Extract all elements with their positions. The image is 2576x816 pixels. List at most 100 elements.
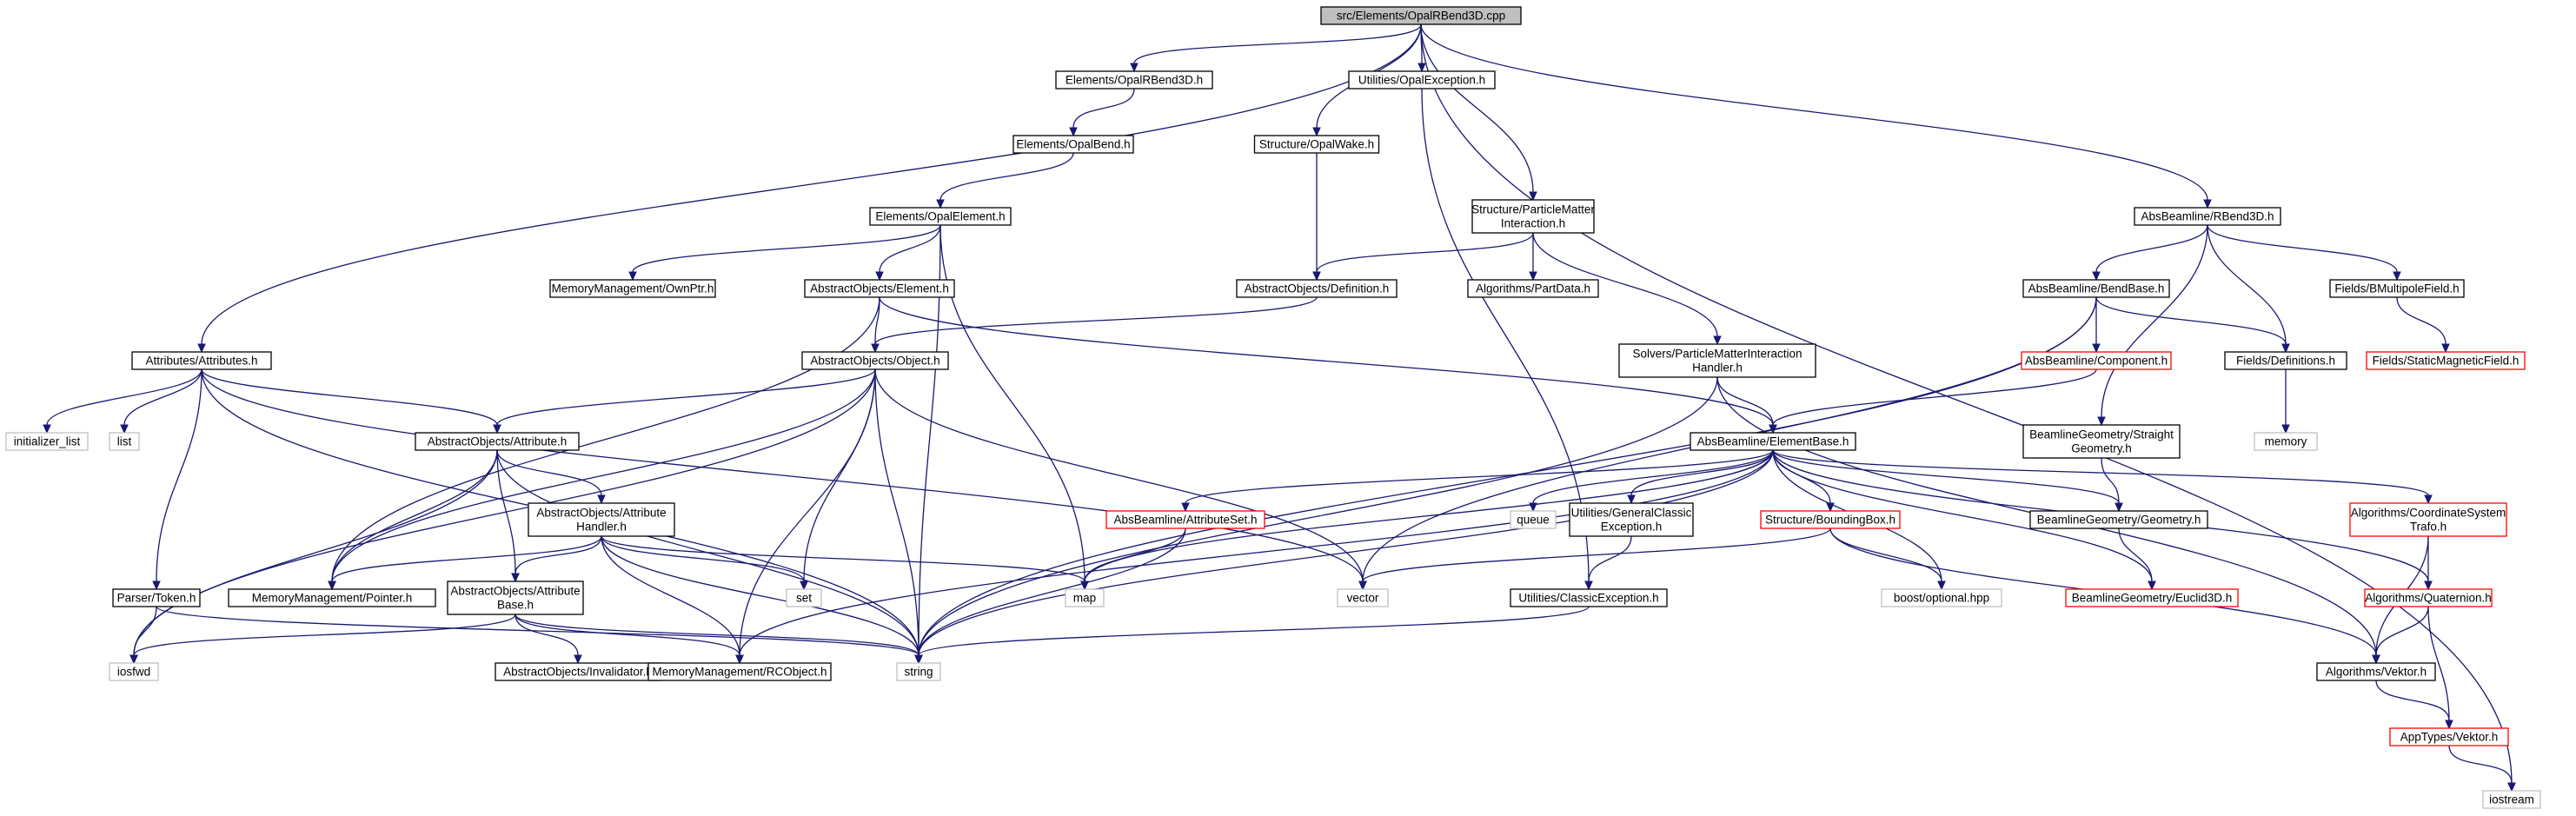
node-box xyxy=(801,351,949,370)
edge-line xyxy=(2101,224,2208,418)
node-vektor[interactable]: Algorithms/Vektor.h xyxy=(2316,662,2436,681)
node-bmultipole[interactable]: Fields/BMultipoleField.h xyxy=(2329,279,2465,298)
node-component[interactable]: AbsBeamline/Component.h xyxy=(2021,351,2172,370)
node-definition[interactable]: AbstractObjects/Definition.h xyxy=(1236,279,1398,298)
node-label: Utilities/OpalException.h xyxy=(1358,74,1485,87)
node-opalwake[interactable]: Structure/OpalWake.h xyxy=(1253,135,1380,154)
node-box xyxy=(2029,510,2208,529)
edge-element-to-pointer xyxy=(328,296,880,591)
node-box xyxy=(2224,351,2347,370)
arrowhead-icon xyxy=(1069,127,1078,137)
arrowhead-icon xyxy=(1584,580,1593,591)
node-attributes[interactable]: Attributes/Attributes.h xyxy=(131,351,272,370)
edge-line xyxy=(1630,449,1774,496)
node-ownptr[interactable]: MemoryManagement/OwnPtr.h xyxy=(549,279,716,298)
edge-particlematter-to-definition xyxy=(1312,232,1534,282)
node-classicexc[interactable]: Utilities/ClassicException.h xyxy=(1510,588,1668,607)
node-opalrbend3d[interactable]: Elements/OpalRBend3D.h xyxy=(1055,70,1213,90)
arrowhead-icon xyxy=(1358,580,1367,591)
arrowhead-icon xyxy=(2445,720,2453,730)
node-map: map xyxy=(1065,588,1105,607)
arrowhead-icon xyxy=(2393,271,2401,282)
node-staticmag[interactable]: Fields/StaticMagneticField.h xyxy=(2366,351,2526,370)
edge-line xyxy=(1420,23,2208,201)
node-label: Algorithms/Quaternion.h xyxy=(2365,592,2492,605)
node-queue: queue xyxy=(1510,510,1557,529)
node-label: list xyxy=(117,435,132,448)
edge-vektor-to-apptypesvektor xyxy=(2375,680,2453,730)
node-element[interactable]: AbstractObjects/Element.h xyxy=(804,279,955,298)
edge-line xyxy=(2396,296,2447,345)
node-invalidator[interactable]: AbstractObjects/Invalidator.h xyxy=(495,662,661,681)
node-box xyxy=(112,588,201,607)
node-attribute[interactable]: AbstractObjects/Attribute.h xyxy=(415,432,580,451)
node-label: queue xyxy=(1517,514,1550,527)
node-bendbase[interactable]: AbsBeamline/BendBase.h xyxy=(2022,279,2170,298)
node-box xyxy=(109,432,140,451)
arrowhead-icon xyxy=(2424,494,2433,505)
node-particlematter[interactable]: Structure/ParticleMatterInteraction.h xyxy=(1471,199,1595,234)
node-root[interactable]: src/Elements/OpalRBend3D.cpp xyxy=(1320,6,1522,25)
node-vector: vector xyxy=(1337,588,1389,607)
edge-rbend3d-to-definitions xyxy=(2207,224,2290,354)
edge-line xyxy=(1772,449,2429,496)
node-label: Base.h xyxy=(497,599,534,612)
node-box xyxy=(869,207,1012,226)
node-box xyxy=(896,662,941,681)
node-opalexception[interactable]: Utilities/OpalException.h xyxy=(1348,70,1496,90)
node-rbend3d[interactable]: AbsBeamline/RBend3D.h xyxy=(2134,207,2281,226)
node-pmihandler[interactable]: Solvers/ParticleMatterInteractionHandler… xyxy=(1618,343,1816,378)
edge-line xyxy=(2095,224,2208,273)
edge-line xyxy=(201,368,1364,582)
node-opalelement[interactable]: Elements/OpalElement.h xyxy=(869,207,1012,226)
edge-line xyxy=(515,614,579,656)
node-label: Utilities/GeneralClassic xyxy=(1571,507,1692,520)
arrowhead-icon xyxy=(1937,580,1946,591)
node-label: MemoryManagement/RCObject.h xyxy=(652,666,827,679)
node-geometry[interactable]: BeamlineGeometry/Geometry.h xyxy=(2029,510,2208,529)
edge-pmihandler-to-elementbase xyxy=(1716,376,1777,435)
node-box xyxy=(2316,662,2436,681)
arrowhead-icon xyxy=(2092,343,2101,354)
edge-bendbase-to-string xyxy=(914,296,2097,665)
node-rcobject[interactable]: MemoryManagement/RCObject.h xyxy=(647,662,832,681)
node-partdata[interactable]: Algorithms/PartData.h xyxy=(1467,279,1599,298)
node-parsertoken[interactable]: Parser/Token.h xyxy=(112,588,201,607)
node-label: Fields/BMultipoleField.h xyxy=(2334,282,2459,295)
arrowhead-icon xyxy=(875,271,884,282)
edge-line xyxy=(2118,527,2153,582)
arrowhead-icon xyxy=(2441,343,2450,354)
node-definitions[interactable]: Fields/Definitions.h xyxy=(2224,351,2347,370)
node-apptypesvektor[interactable]: AppTypes/Vektor.h xyxy=(2389,727,2509,746)
edge-line xyxy=(739,449,1774,656)
node-object[interactable]: AbstractObjects/Object.h xyxy=(801,351,949,370)
node-boundingbox[interactable]: Structure/BoundingBox.h xyxy=(1760,510,1901,529)
node-euclid3d[interactable]: BeamlineGeometry/Euclid3D.h xyxy=(2065,588,2239,607)
node-box xyxy=(131,351,272,370)
edge-line xyxy=(331,296,880,582)
node-label: AbstractObjects/Attribute xyxy=(536,507,666,520)
edge-attrhandler-to-pointer xyxy=(328,535,602,591)
node-opalbend[interactable]: Elements/OpalBend.h xyxy=(1012,135,1134,154)
edge-object-to-attribute xyxy=(493,368,876,435)
arrowhead-icon xyxy=(2148,580,2156,591)
node-elementbase[interactable]: AbsBeamline/ElementBase.h xyxy=(1690,432,1856,451)
arrowhead-icon xyxy=(1312,271,1321,282)
node-box xyxy=(1471,199,1595,234)
arrowhead-icon xyxy=(1713,335,1722,346)
node-label: AbstractObjects/Attribute.h xyxy=(428,435,568,448)
node-attributeset[interactable]: AbsBeamline/AttributeSet.h xyxy=(1105,510,1265,529)
node-label: map xyxy=(1073,592,1096,605)
node-box xyxy=(2329,279,2465,298)
node-box xyxy=(1236,279,1398,298)
node-quaternion[interactable]: Algorithms/Quaternion.h xyxy=(2364,588,2493,607)
edge-line xyxy=(2101,457,2120,504)
node-pointer[interactable]: MemoryManagement/Pointer.h xyxy=(228,588,436,607)
edge-line xyxy=(2207,224,2287,345)
